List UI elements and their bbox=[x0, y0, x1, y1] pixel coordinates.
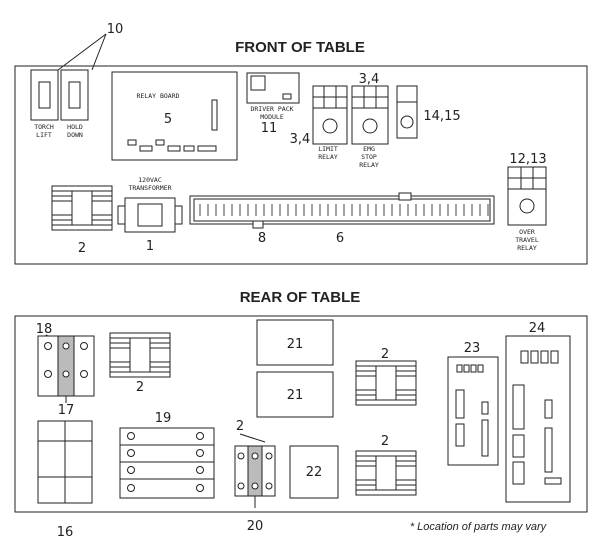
callout-14-15: 14,15 bbox=[423, 109, 460, 124]
callout-20: 20 bbox=[247, 519, 264, 534]
location-note: * Location of parts may vary bbox=[410, 521, 548, 533]
callout-19: 19 bbox=[155, 411, 172, 426]
power-supply-rear-2 bbox=[355, 360, 417, 406]
callout-21-bottom: 21 bbox=[287, 388, 304, 403]
hold-down-switch bbox=[60, 69, 89, 121]
limit-relay-label-1: LIMIT bbox=[318, 145, 338, 153]
transformer bbox=[117, 197, 183, 233]
driver-pack-label-1: DRIVER PACK bbox=[250, 105, 293, 113]
over-travel-label-1: OVER bbox=[519, 228, 535, 236]
fuse-block-20 bbox=[234, 445, 276, 497]
relay-14-15 bbox=[396, 85, 418, 139]
callout-17: 17 bbox=[58, 403, 75, 418]
hold-down-label-2: DOWN bbox=[67, 131, 83, 139]
callout-2-rear-fuse: 2 bbox=[236, 419, 244, 434]
transformer-label-2: TRANSFORMER bbox=[128, 184, 171, 192]
terminal-jumper bbox=[398, 192, 412, 201]
callout-24: 24 bbox=[529, 321, 546, 336]
component-21-bottom bbox=[256, 371, 334, 418]
driver-pack-label-2: MODULE bbox=[260, 113, 284, 121]
emg-stop-relay bbox=[351, 85, 389, 145]
terminal-block-8 bbox=[252, 220, 264, 229]
driver-pack-module bbox=[246, 72, 300, 104]
front-panel bbox=[14, 65, 588, 265]
control-board-24 bbox=[505, 335, 571, 503]
control-board-23 bbox=[447, 356, 499, 466]
over-travel-label-3: RELAY bbox=[517, 244, 537, 252]
over-travel-label-2: TRAVEL bbox=[515, 236, 539, 244]
callout-2-front: 2 bbox=[78, 241, 86, 256]
callout-16: 16 bbox=[57, 525, 74, 540]
relay-16 bbox=[37, 420, 93, 504]
torch-lift-switch bbox=[30, 69, 59, 121]
limit-relay-label-2: RELAY bbox=[318, 153, 338, 161]
callout-6: 6 bbox=[336, 231, 344, 246]
component-21-top bbox=[256, 319, 334, 366]
callout-8: 8 bbox=[258, 231, 266, 246]
callout-2-rear-2: 2 bbox=[381, 347, 389, 362]
relay-board-label: RELAY BOARD bbox=[136, 92, 179, 100]
callout-12-13: 12,13 bbox=[509, 152, 546, 167]
callout-3-4-emg: 3,4 bbox=[359, 72, 380, 87]
power-supply-front bbox=[51, 185, 113, 231]
front-title: FRONT OF TABLE bbox=[235, 39, 365, 56]
callout-21-top: 21 bbox=[287, 337, 304, 352]
callout-5: 5 bbox=[164, 112, 172, 127]
torch-lift-label-1: TORCH bbox=[34, 123, 54, 131]
callout-23: 23 bbox=[464, 341, 481, 356]
power-supply-rear-1 bbox=[109, 332, 171, 378]
component-22 bbox=[289, 445, 339, 499]
callout-1: 1 bbox=[146, 239, 154, 254]
limit-relay bbox=[312, 85, 348, 145]
callout-11: 11 bbox=[261, 121, 278, 136]
hold-down-label-1: HOLD bbox=[67, 123, 83, 131]
callout-22: 22 bbox=[306, 465, 323, 480]
emg-stop-label-2: STOP bbox=[361, 153, 377, 161]
emg-stop-label-1: EMG bbox=[363, 145, 375, 153]
leader-10b bbox=[91, 33, 107, 71]
terminal-strip bbox=[189, 195, 495, 225]
fuse-block bbox=[37, 335, 95, 397]
power-supply-rear-3 bbox=[355, 450, 417, 496]
callout-2-rear-1: 2 bbox=[136, 380, 144, 395]
terminal-board-19 bbox=[119, 427, 215, 499]
emg-stop-label-3: RELAY bbox=[359, 161, 379, 169]
over-travel-relay bbox=[507, 166, 547, 226]
callout-10: 10 bbox=[107, 22, 124, 37]
callout-3-4-limit: 3,4 bbox=[290, 132, 311, 147]
leader-2-fuse bbox=[239, 433, 266, 443]
callout-2-rear-3: 2 bbox=[381, 434, 389, 449]
rear-title: REAR OF TABLE bbox=[240, 289, 361, 306]
torch-lift-label-2: LIFT bbox=[36, 131, 52, 139]
callout-18: 18 bbox=[36, 322, 53, 337]
leader-10a bbox=[57, 33, 107, 71]
transformer-label-1: 120VAC bbox=[138, 176, 162, 184]
relay-board bbox=[111, 71, 238, 161]
